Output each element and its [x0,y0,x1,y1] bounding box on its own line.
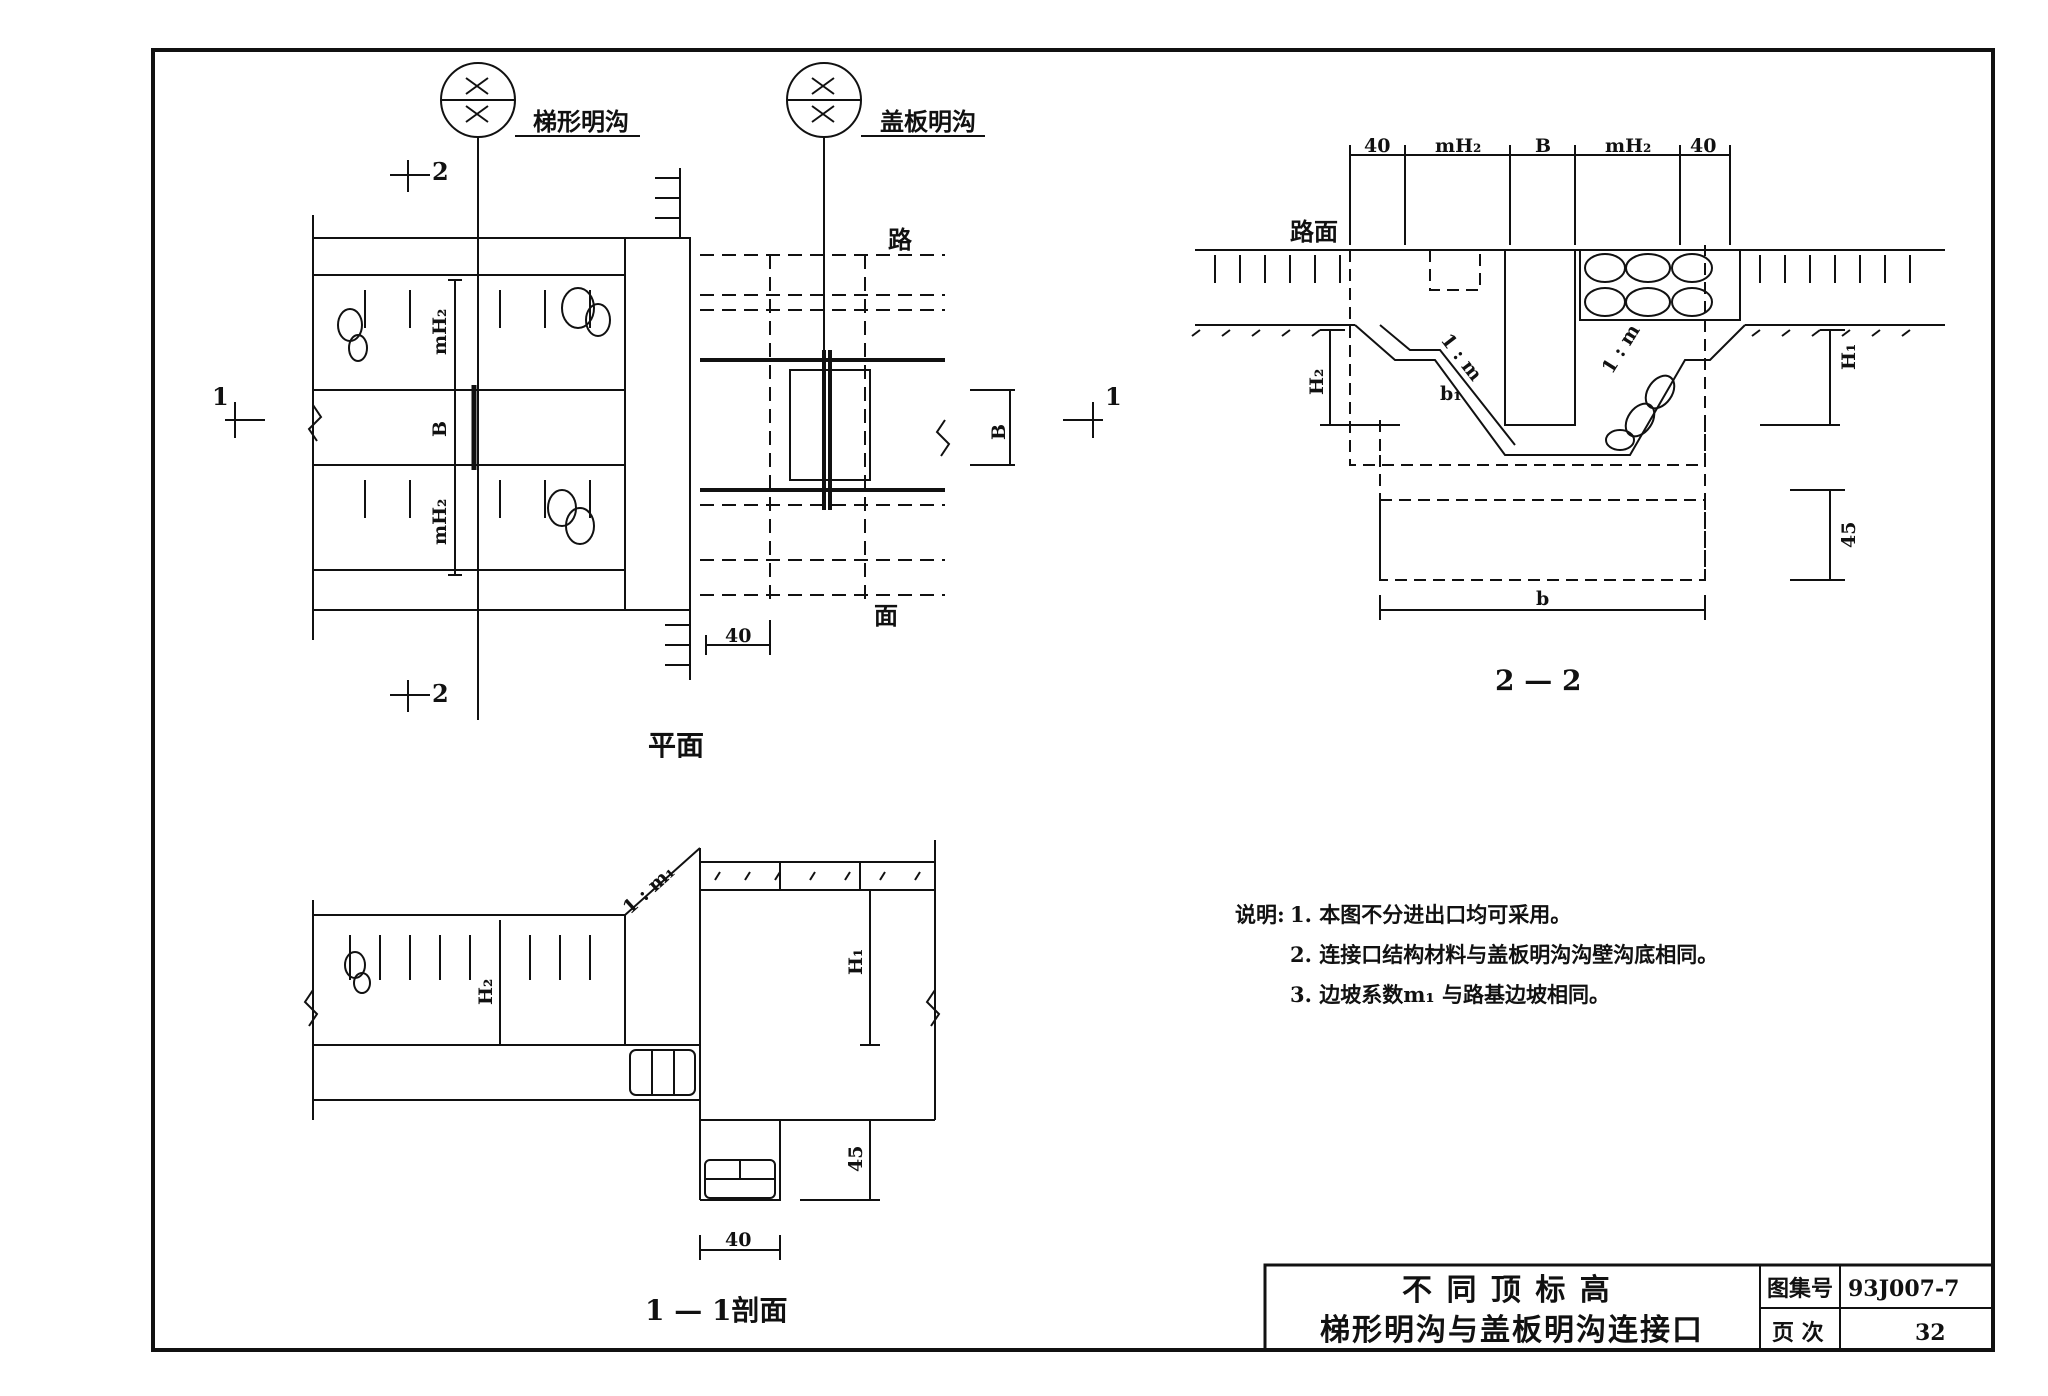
section-1-1-caption: 1 — 1剖面 [645,1294,787,1327]
dim-45-11: 45 [845,1146,867,1172]
dim-mh2-lower: mH₂ [429,499,451,545]
dim-b-right: B [988,424,1010,440]
dim-40-right: 40 [1690,135,1716,157]
h1-label-11: H₁ [845,949,867,975]
h2-label-22: H₂ [1306,369,1328,395]
road-label-bottom: 面 [874,601,898,630]
note-1: 1. 本图不分进出口均可采用。 [1290,902,1571,927]
sheet-border [151,48,1995,1352]
ditch-left-label: 梯形明沟 [533,107,629,136]
dim-mh2-upper: mH₂ [429,309,451,355]
road-surface-label: 路面 [1290,217,1338,246]
section-mark-2-bottom: 2 [432,679,449,708]
dim-40-plan: 40 [725,625,751,647]
title-block-text: 不 同 顶 标 高 梯形明沟与盖板明沟连接口 图集号 93J007-7 页 次 … [1320,1273,1959,1348]
dim-mh2-b: mH₂ [1605,135,1651,157]
title-block [1263,1263,1995,1352]
title-line-2: 梯形明沟与盖板明沟连接口 [1320,1313,1704,1348]
note-3: 3. 边坡系数m₁ 与路基边坡相同。 [1290,982,1610,1007]
notes-lead: 说明: [1235,902,1285,927]
dim-b-bottom: b [1536,588,1549,610]
section-mark-2-top: 2 [432,157,449,186]
section-2-2-caption: 2 — 2 [1495,664,1581,697]
section-2-2 [1191,145,1945,620]
section-2-2-labels: 40 mH₂ B mH₂ 40 路面 1 : m 1 : m b₁ H₂ H₁ … [1290,135,1860,697]
h2-label-11: H₂ [475,979,497,1005]
section-1-1 [303,840,941,1260]
h1-label-22: H₁ [1838,344,1860,370]
atlas-value: 93J007-7 [1848,1276,1959,1302]
atlas-label: 图集号 [1767,1276,1833,1302]
dim-b-left: B [429,421,451,437]
plan-view [225,62,1103,720]
b1-label: b₁ [1440,383,1462,405]
section-mark-1-right: 1 [1105,382,1122,411]
page-value: 32 [1915,1320,1946,1346]
plan-caption: 平面 [648,729,704,762]
ditch-right-label: 盖板明沟 [880,107,976,136]
dim-mh2-a: mH₂ [1435,135,1481,157]
section-1-1-labels: 1 : m₁ H₂ H₁ 45 40 1 — 1剖面 [475,861,867,1327]
notes: 说明: 1. 本图不分进出口均可采用。 2. 连接口结构材料与盖板明沟沟壁沟底相… [1235,902,1718,1007]
page-label: 页 次 [1772,1320,1824,1346]
dim-40-left: 40 [1364,135,1390,157]
title-line-1: 不 同 顶 标 高 [1402,1273,1612,1308]
dim-40-11: 40 [725,1229,751,1251]
plan-labels: 梯形明沟 盖板明沟 路 面 mH₂ B mH₂ B 40 1 1 2 2 平面 [212,107,1122,762]
note-2: 2. 连接口结构材料与盖板明沟沟壁沟底相同。 [1290,942,1718,967]
slope-m1-label: 1 : m₁ [619,861,680,919]
dim-45-22: 45 [1838,522,1860,548]
section-mark-1-left: 1 [212,382,229,411]
dim-b-top: B [1535,135,1551,157]
road-label-top: 路 [888,225,913,254]
slope-right-label: 1 : m [1598,321,1645,378]
